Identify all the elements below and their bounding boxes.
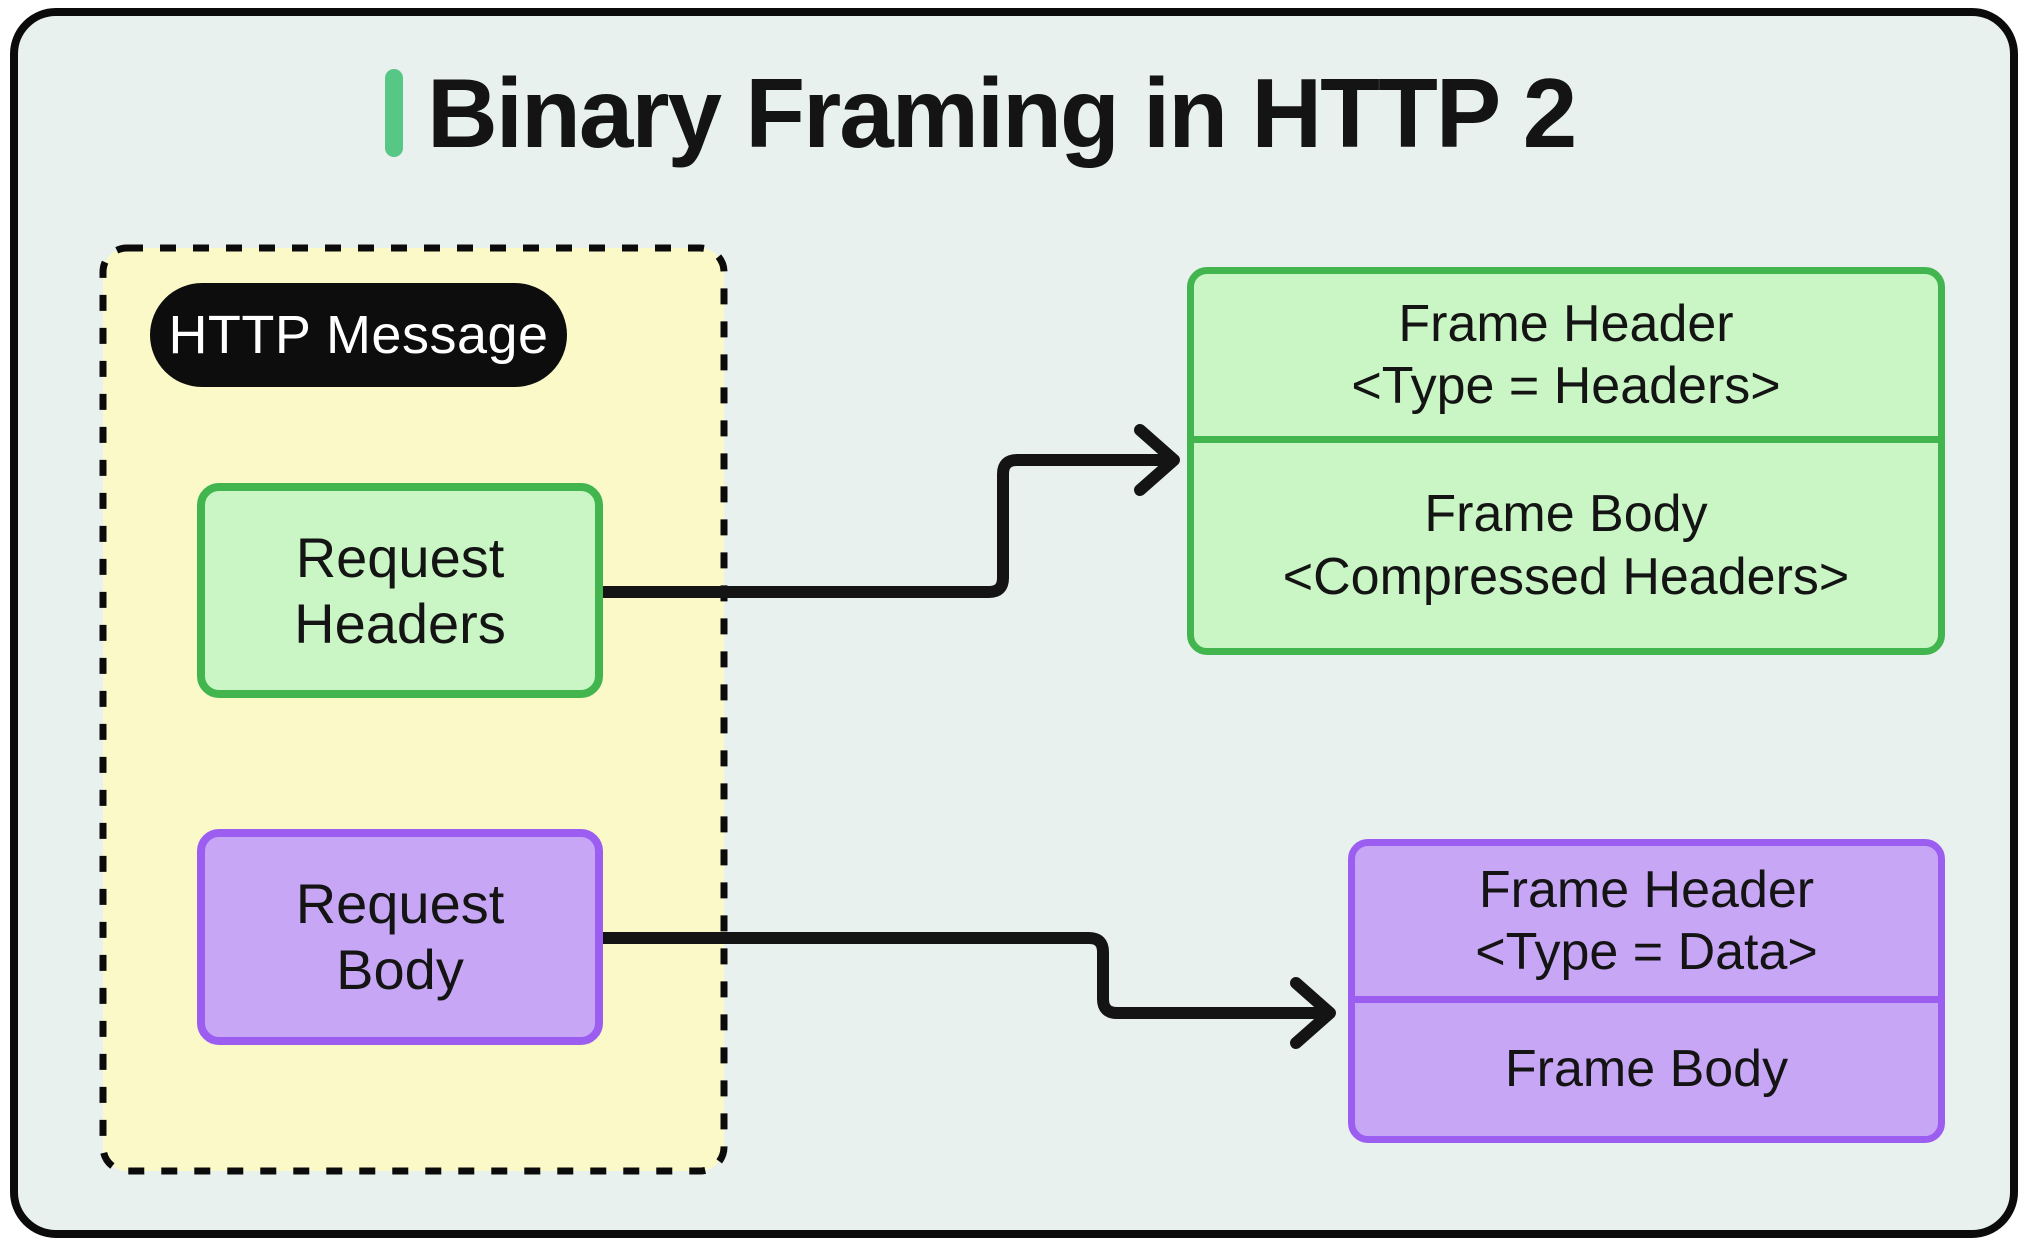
data-frame-header-section: Frame Header <Type = Data> bbox=[1355, 846, 1938, 1003]
request-body-label: Request Body bbox=[295, 872, 505, 1001]
arrow-request-headers-to-frame bbox=[597, 454, 1174, 598]
headers-frame-header-section: Frame Header <Type = Headers> bbox=[1194, 274, 1938, 443]
page-title: Binary Framing in HTTP 2 bbox=[427, 58, 1577, 168]
arrow-request-body-to-frame bbox=[597, 932, 1330, 1019]
request-headers-node: Request Headers bbox=[197, 483, 603, 698]
title-row: Binary Framing in HTTP 2 bbox=[385, 58, 1577, 168]
headers-frame-box: Frame Header <Type = Headers> Frame Body… bbox=[1187, 267, 1945, 655]
request-body-node: Request Body bbox=[197, 829, 603, 1045]
request-headers-label: Request Headers bbox=[294, 525, 506, 655]
title-accent-bar-icon bbox=[385, 69, 403, 157]
data-frame-body-section: Frame Body bbox=[1504, 1040, 1789, 1099]
headers-frame-body-section: Frame Body <Compressed Headers> bbox=[1282, 485, 1850, 606]
http-message-badge-label: HTTP Message bbox=[168, 305, 549, 365]
arrowhead-request-body-icon bbox=[1290, 977, 1336, 1049]
http-message-badge: HTTP Message bbox=[150, 283, 567, 387]
arrowhead-request-headers-icon bbox=[1134, 424, 1180, 496]
data-frame-box: Frame Header <Type = Data> Frame Body bbox=[1348, 839, 1945, 1143]
